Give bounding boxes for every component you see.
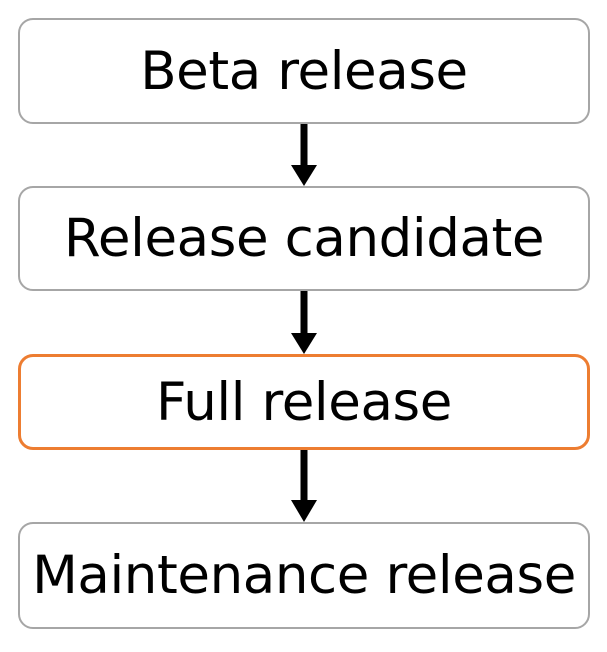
flow-node-label: Beta release [140, 40, 468, 102]
flow-node-full-release[interactable]: Full release [18, 354, 590, 450]
arrow-down-icon-beta-to-release-candidate [291, 124, 317, 186]
arrow-down-icon-release-candidate-to-full-release [291, 291, 317, 354]
flow-node-label: Maintenance release [32, 545, 576, 606]
flow-node-label: Full release [156, 371, 452, 433]
flow-node-maintenance-release[interactable]: Maintenance release [18, 522, 590, 629]
flow-node-beta-release[interactable]: Beta release [18, 18, 590, 124]
flow-node-release-candidate[interactable]: Release candidate [18, 186, 590, 291]
arrow-down-icon-full-release-to-maintenance-release [291, 450, 317, 522]
flow-node-label: Release candidate [63, 208, 545, 269]
